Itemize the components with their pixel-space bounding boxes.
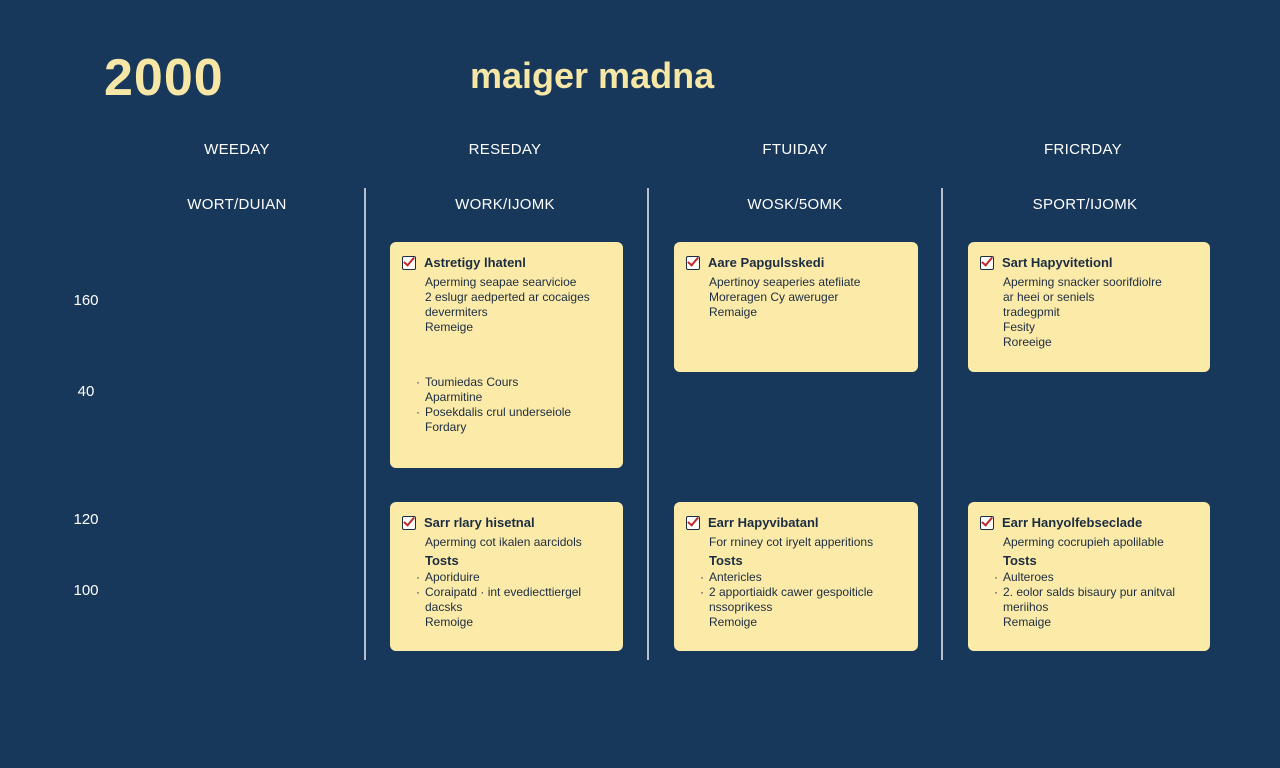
card-header: Astretigy lhatenl xyxy=(402,255,611,270)
checkbox-checked-icon[interactable] xyxy=(686,255,700,270)
card-title: Astretigy lhatenl xyxy=(424,255,526,270)
day-header-1: WEEDAY xyxy=(204,141,270,158)
card-title: Earr Hanyolfebseclade xyxy=(1002,515,1143,530)
card-line: meriihos xyxy=(1003,600,1049,614)
row-label-4: 100 xyxy=(73,582,99,599)
card-line: Aperming cocrupieh apolilable xyxy=(1003,535,1164,549)
card-line: Aperming cot ikalen aarcidols xyxy=(425,535,582,549)
card-section-heading: Tosts xyxy=(709,553,743,568)
card-header: Sart Hapyvitetionl xyxy=(980,255,1198,270)
card-line: dacsks xyxy=(425,600,463,614)
page-title: maiger madna xyxy=(470,55,715,96)
checkbox-checked-icon[interactable] xyxy=(402,255,416,270)
card-section-heading: Tosts xyxy=(1003,553,1037,568)
card-line: devermiters xyxy=(425,305,488,319)
card-line: Remoige xyxy=(425,615,474,629)
card-line: Fordary xyxy=(425,420,467,434)
column-label-2: WORK/IJOMK xyxy=(455,196,555,213)
card-title: Sarr rlary hisetnal xyxy=(424,515,535,530)
card-section-heading: Tosts xyxy=(425,553,459,568)
card-line: Coraipatd · int evediecttiergel xyxy=(416,585,611,600)
column-divider-2 xyxy=(647,188,649,660)
column-label-1: WORT/DUIAN xyxy=(187,196,287,213)
card-header: Aare Papgulsskedi xyxy=(686,255,906,270)
card-line: Posekdalis crul underseiole xyxy=(416,405,611,420)
card-line: Aperming seapae searvicioe xyxy=(425,275,577,289)
card-line: 2 eslugr aedperted ar cocaiges xyxy=(425,290,590,304)
card-line: Remaige xyxy=(1003,615,1052,629)
card-line: Aulteroes xyxy=(994,570,1198,585)
card-body: For rniney cot iryelt apperitionsTostsAn… xyxy=(686,535,906,630)
column-label-4: SPORT/IJOMK xyxy=(1032,196,1138,213)
card-header: Earr Hapyvibatanl xyxy=(686,515,906,530)
card-line: Moreragen Cy aweruger xyxy=(709,290,839,304)
row-label-3: 120 xyxy=(73,511,99,528)
card-header: Earr Hanyolfebseclade xyxy=(980,515,1198,530)
card-title: Sart Hapyvitetionl xyxy=(1002,255,1113,270)
card-line: Remeige xyxy=(425,320,474,334)
card-line: Aperming snacker soorifdiolre xyxy=(1003,275,1162,289)
column-divider-3 xyxy=(941,188,943,660)
card-line: nssoprikess xyxy=(709,600,773,614)
card-spacer xyxy=(425,335,611,375)
checkbox-checked-icon[interactable] xyxy=(686,515,700,530)
card-line: 2. eolor salds bisaury pur anitval xyxy=(994,585,1198,600)
day-header-3: FTUIDAY xyxy=(762,141,828,158)
card-line: Toumiedas Cours xyxy=(416,375,611,390)
card-title: Earr Hapyvibatanl xyxy=(708,515,819,530)
card-line: Apertinoy seaperies atefiiate xyxy=(709,275,861,289)
column-divider-1 xyxy=(364,188,366,660)
card-line: Remoige xyxy=(709,615,758,629)
checkbox-checked-icon[interactable] xyxy=(980,255,994,270)
card-line: Aparmitine xyxy=(425,390,483,404)
card-line: 2 apportiaidk cawer gespoiticle xyxy=(700,585,906,600)
card-title: Aare Papgulsskedi xyxy=(708,255,825,270)
row-label-2: 40 xyxy=(77,383,95,400)
day-header-2: RESEDAY xyxy=(468,141,542,158)
card-line: ar heei or seniels xyxy=(1003,290,1095,304)
checkbox-checked-icon[interactable] xyxy=(980,515,994,530)
card-line: Aporiduire xyxy=(416,570,611,585)
card-line: Remaige xyxy=(709,305,758,319)
card-header: Sarr rlary hisetnal xyxy=(402,515,611,530)
year-label: 2000 xyxy=(104,49,224,107)
card-line: tradegpmit xyxy=(1003,305,1060,319)
column-label-3: WOSK/5OMK xyxy=(747,196,843,213)
card-line: Roreeige xyxy=(1003,335,1052,349)
checkbox-checked-icon[interactable] xyxy=(402,515,416,530)
row-label-1: 160 xyxy=(73,292,99,309)
day-header-4: FRICRDAY xyxy=(1044,141,1122,158)
card-line: Antericles xyxy=(700,570,906,585)
card-line: Fesity xyxy=(1003,320,1036,334)
card-line: For rniney cot iryelt apperitions xyxy=(709,535,874,549)
card-body: Aperming cot ikalen aarcidolsTostsAporid… xyxy=(402,535,611,630)
card-body: Aperming cocrupieh apolilableTostsAulter… xyxy=(980,535,1198,630)
